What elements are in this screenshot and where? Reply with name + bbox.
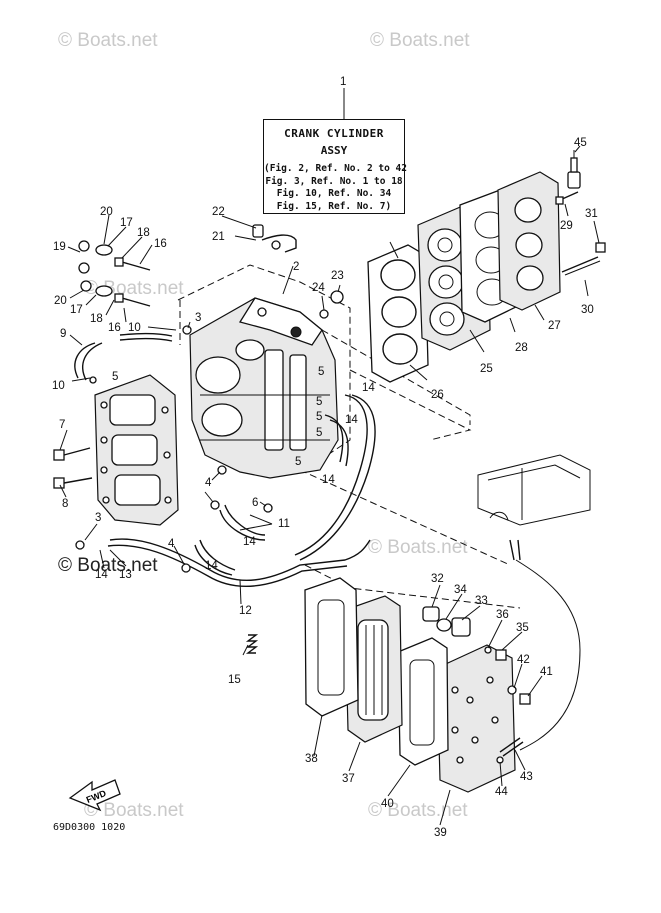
assembly-callout-box: CRANK CYLINDER ASSY (Fig. 2, Ref. No. 2 … [263,119,407,214]
part-label: 42 [517,654,530,666]
watermark: © Boats.net [58,30,158,51]
part-label: 13 [119,569,132,581]
thermostat-fittings [252,224,344,319]
cover-bolts [53,447,93,489]
part-label: 39 [434,827,447,839]
part-label: 26 [431,389,444,401]
exhaust-inner-cover [344,595,403,743]
part-label: 5 [316,427,322,439]
part-label: 18 [90,313,103,325]
part-label: 22 [212,206,225,218]
forward-direction-arrow: FWD [68,779,121,812]
part-label: 33 [475,595,488,607]
part-label: 40 [381,798,394,810]
callout-ref: (Fig. 2, Ref. No. 2 to 42 [264,163,407,174]
part-label: 37 [342,773,355,785]
part-label: 23 [331,270,344,282]
thermostat-assembly [422,606,531,705]
callout-ref: Fig. 15, Ref. No. 7) [276,200,392,212]
part-label: 16 [108,322,121,334]
exhaust-cover-gasket [397,637,449,766]
part-label: 8 [62,498,68,510]
cylinder-head-gasket [367,244,429,383]
part-label: 38 [305,753,318,765]
part-label: 12 [239,605,252,617]
part-label: 14 [362,382,375,394]
part-label: 32 [431,573,444,585]
part-label: 16 [154,238,167,250]
part-label: 21 [212,231,225,243]
exhaust-outer-cover [436,644,516,793]
callout-subtitle: ASSY [320,144,348,157]
part-label: 20 [100,206,113,218]
part-label: 31 [585,208,598,220]
part-label: 14 [205,560,218,572]
part-label: 28 [515,342,528,354]
part-label: 11 [278,518,290,530]
watermark: © Boats.net [368,537,468,558]
part-label: 1 [340,76,346,88]
cylinder-block [189,297,339,479]
part-label: 6 [252,497,258,509]
thermo-switch [567,150,581,189]
part-label: 36 [496,609,509,621]
part-label: 7 [59,419,65,431]
part-number-labels: 1 2 3 3 4 4 5 5 5 5 5 5 6 7 8 9 10 10 11… [52,76,598,839]
part-label: 15 [228,674,241,686]
part-label: 27 [548,320,561,332]
part-label: 25 [480,363,493,375]
part-label: 45 [574,137,587,149]
callout-ref: Fig. 10, Ref. No. 34 [276,188,392,199]
watermark: © Boats.net [370,30,470,51]
callout-title: CRANK CYLINDER [284,127,384,140]
part-label: 34 [454,584,467,596]
leader-lines [59,145,600,826]
part-label: 5 [112,371,118,383]
cooling-hoses [74,332,376,587]
engine-reference-outline [477,454,591,751]
part-label: 44 [495,786,508,798]
part-label: 35 [516,622,529,634]
part-label: 14 [95,569,108,581]
part-label: 24 [312,282,325,294]
hose-clip [245,634,259,654]
head-bolts [555,191,606,276]
watermark: © Boats.net [58,555,158,576]
part-label: 30 [581,304,594,316]
part-label: 43 [520,771,533,783]
part-label: 2 [293,261,299,273]
hose-fittings [75,325,273,573]
water-pipe [499,737,524,757]
part-label: 3 [95,512,101,524]
part-label: 17 [120,217,133,229]
part-label: 5 [316,396,322,408]
exhaust-inner-gasket [304,577,359,717]
part-label: 5 [318,366,324,378]
part-label: 14 [345,414,358,426]
part-label: 4 [168,538,175,550]
cylinder-head-cover [497,171,561,311]
part-label: 29 [560,220,573,232]
part-label: 5 [295,456,301,468]
diagram-code: 69D0300 1020 [53,822,126,833]
part-label: 3 [195,312,201,324]
part-label: 10 [52,380,65,392]
part-label: 19 [53,241,66,253]
part-label: 17 [70,304,83,316]
part-label: 41 [540,666,553,678]
part-label: 5 [316,411,322,423]
part-label: 4 [205,477,212,489]
part-label: 10 [128,322,141,334]
callout-ref: Fig. 3, Ref. No. 1 to 18 [265,175,403,187]
part-label: 14 [243,536,256,548]
part-label: 9 [60,328,66,340]
part-label: 20 [54,295,67,307]
watermark: © Boats.net [84,800,184,821]
crankcase-cover [94,374,179,526]
part-label: 18 [137,227,150,239]
anode-bolts [78,240,151,307]
part-label: 14 [322,474,335,486]
